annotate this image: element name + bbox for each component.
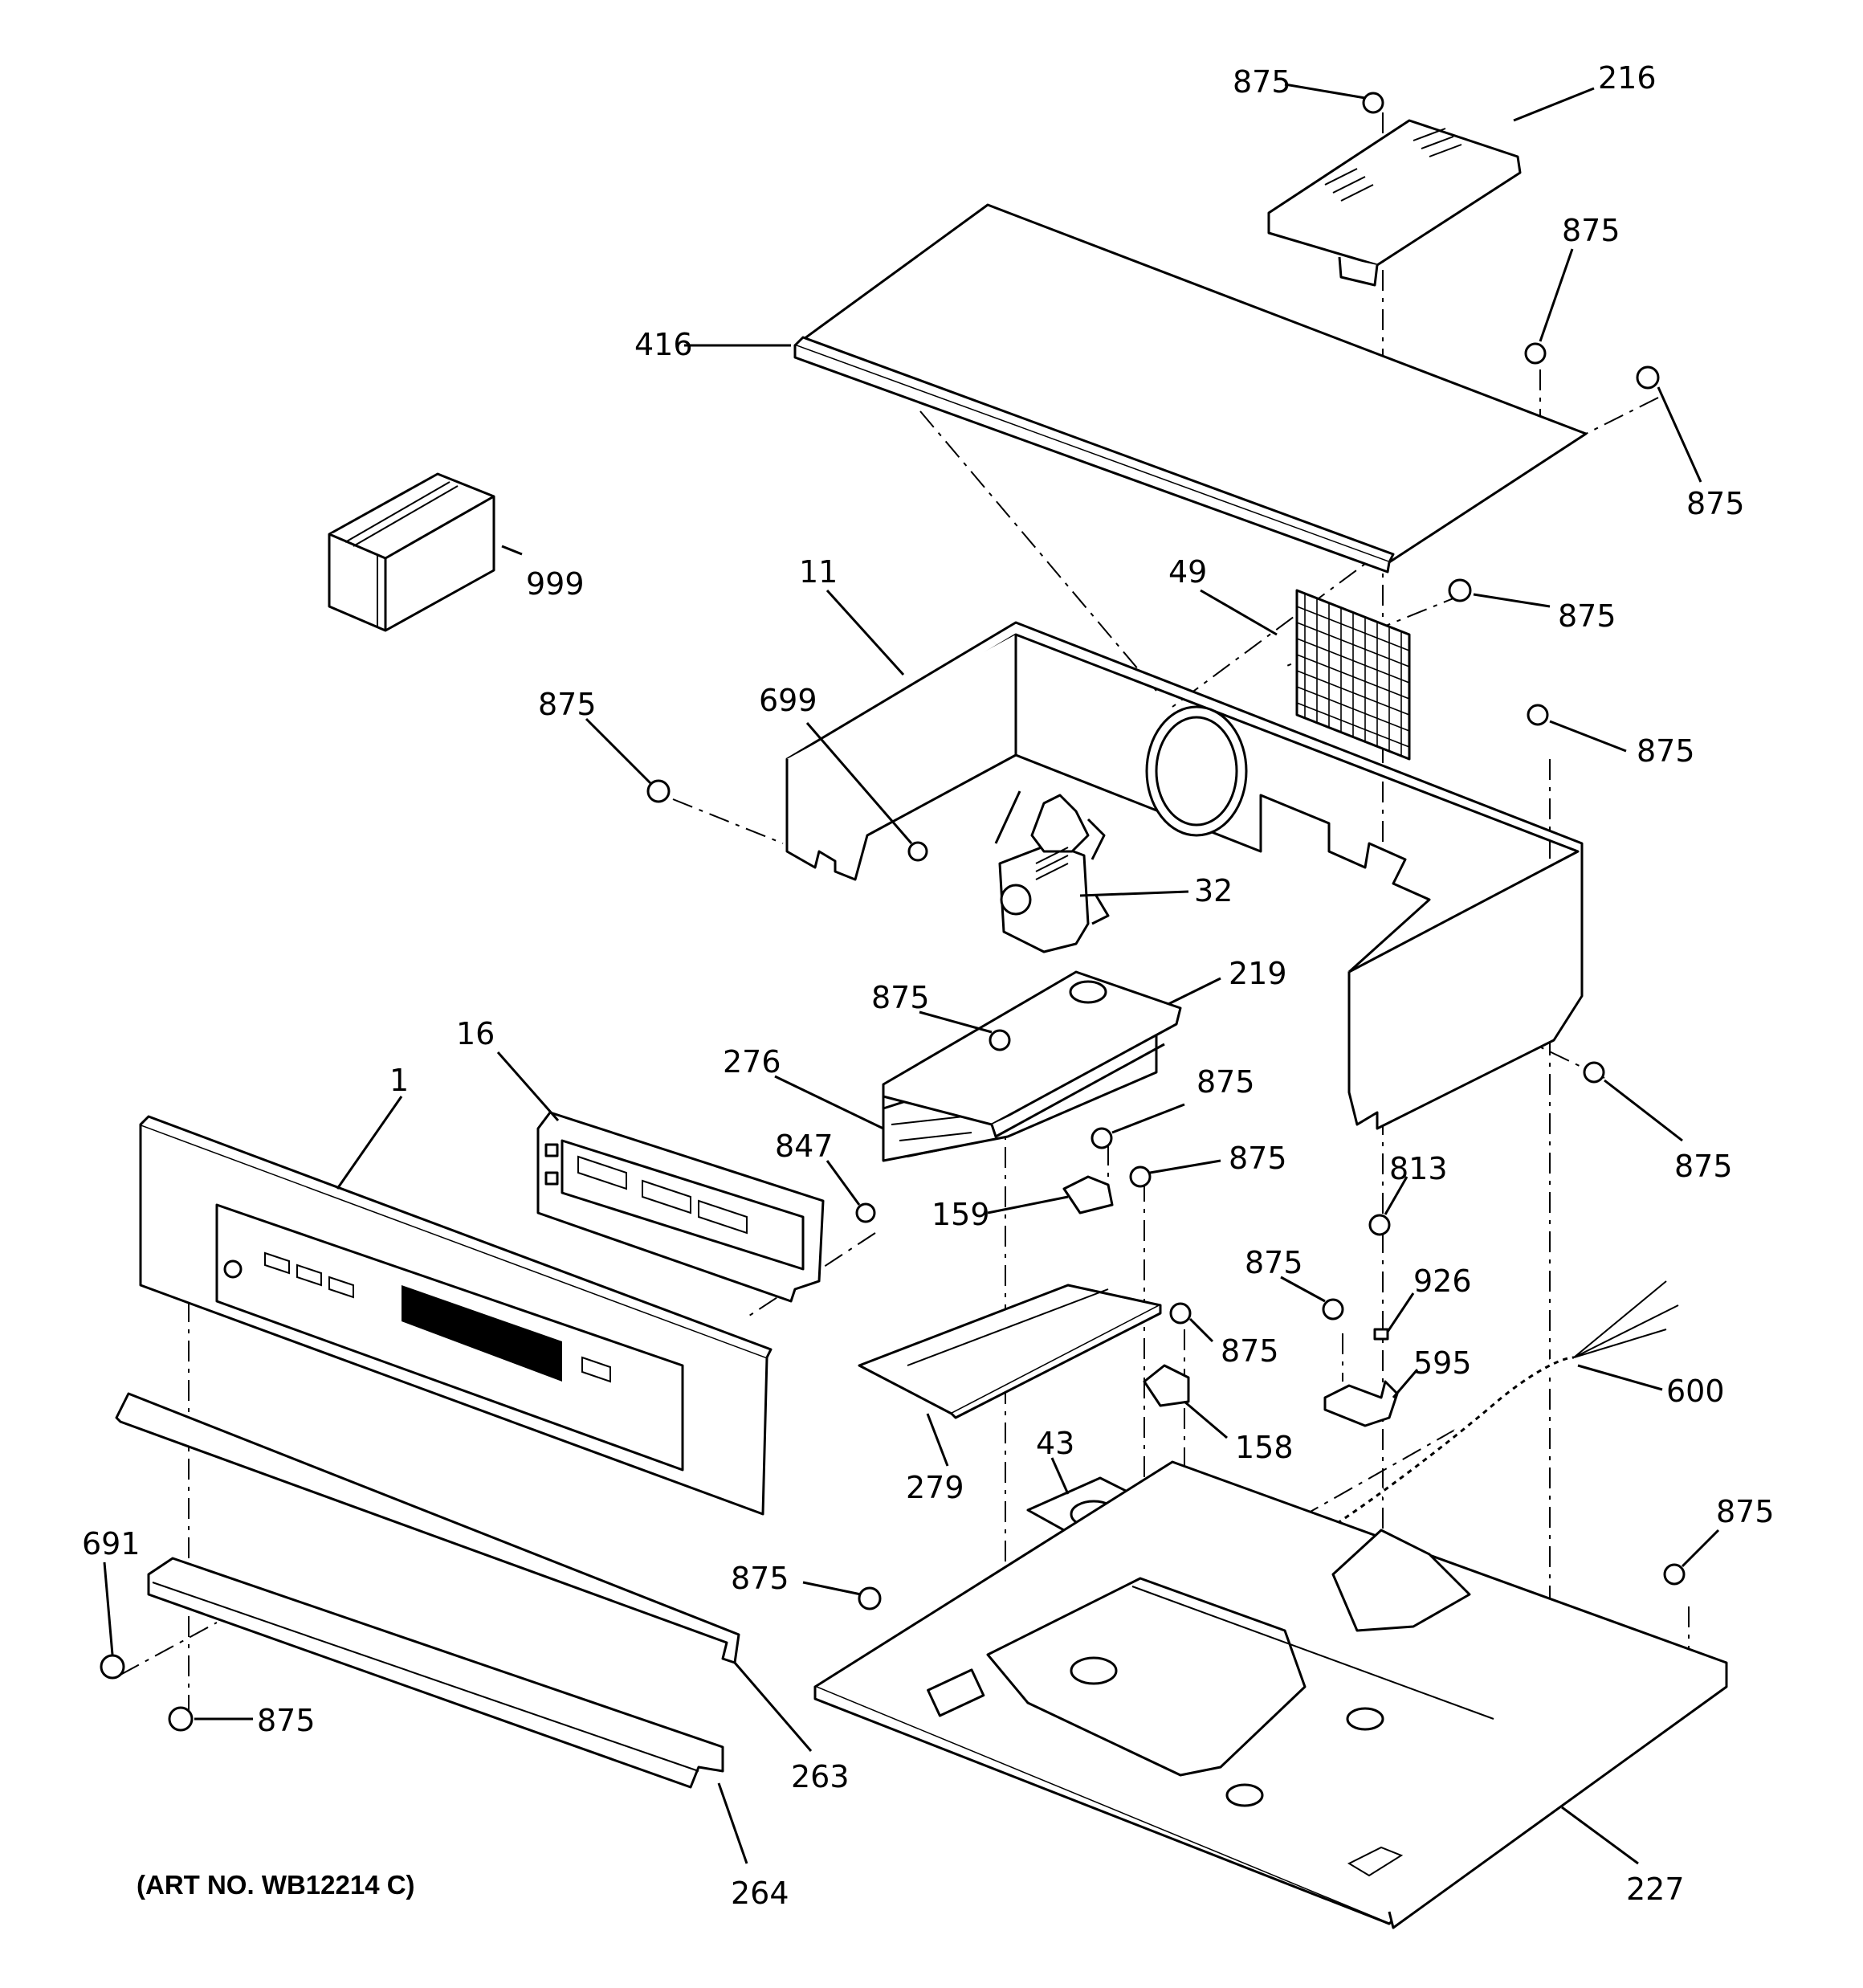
screw-847 [855, 1202, 876, 1223]
part-227-base-pan [813, 1460, 1728, 1929]
screw-875-o [168, 1706, 194, 1732]
part-264-bracket [147, 1557, 724, 1789]
callout-875: 875 [1562, 213, 1620, 248]
part-926-clip [1373, 1328, 1389, 1341]
screw-813 [1368, 1214, 1391, 1236]
callout-279: 279 [906, 1470, 964, 1505]
part-49-mesh [1295, 589, 1411, 761]
part-595-clamp [1323, 1380, 1399, 1427]
screw-875-c [1636, 365, 1660, 390]
screw-875-f [646, 779, 671, 803]
part-159-thermostat [1062, 1175, 1114, 1214]
callout-699: 699 [759, 683, 817, 718]
part-216-vent-cover [1267, 119, 1522, 287]
part-1-control-panel [139, 1115, 773, 1516]
callout-49: 49 [1168, 554, 1207, 590]
part-32-blower-motor [994, 790, 1110, 953]
callout-276: 276 [723, 1044, 781, 1080]
callout-875: 875 [1716, 1494, 1775, 1529]
screw-875-n [1663, 1563, 1686, 1586]
part-279-duct [858, 1284, 1162, 1419]
callout-416: 416 [634, 327, 693, 362]
screw-875-d [1448, 578, 1472, 602]
screw-691 [100, 1654, 125, 1680]
callout-216: 216 [1598, 60, 1657, 96]
callout-32: 32 [1194, 873, 1233, 908]
screws [100, 92, 1686, 1732]
callout-875: 875 [731, 1561, 789, 1596]
callout-875: 875 [1674, 1149, 1733, 1184]
part-416-top-panel [793, 203, 1588, 574]
callout-875: 875 [1558, 598, 1616, 634]
callout-264: 264 [731, 1876, 789, 1911]
part-158-sensor [1143, 1364, 1190, 1407]
part-16-control-board [536, 1111, 825, 1303]
part-219-cover [882, 970, 1182, 1138]
art-number: (ART NO. WB12214 C) [137, 1870, 415, 1900]
callout-875: 875 [1196, 1064, 1255, 1100]
screw-875-g [989, 1029, 1011, 1051]
callout-813: 813 [1389, 1151, 1448, 1186]
screw-875-e [1527, 704, 1549, 726]
callout-16: 16 [456, 1016, 495, 1051]
callout-1: 1 [389, 1063, 409, 1098]
part-11-outer-case [785, 621, 1584, 1130]
callout-875: 875 [1233, 64, 1291, 100]
callout-875: 875 [538, 687, 597, 722]
callout-875: 875 [1245, 1245, 1303, 1280]
screw-875-a [1362, 92, 1384, 114]
callout-600: 600 [1666, 1374, 1725, 1409]
callout-227: 227 [1626, 1872, 1685, 1907]
callout-11: 11 [799, 554, 838, 590]
callout-159: 159 [932, 1197, 990, 1232]
screw-875-m [858, 1586, 882, 1610]
callout-labels: 875 216 875 416 875 999 11 49 875 875 69… [82, 60, 1775, 1911]
callout-875: 875 [871, 980, 930, 1015]
callout-875: 875 [1637, 733, 1695, 769]
callout-595: 595 [1413, 1345, 1472, 1381]
callout-926: 926 [1413, 1263, 1472, 1299]
screw-699 [907, 841, 928, 862]
screw-875-l [1169, 1302, 1192, 1325]
callout-263: 263 [791, 1759, 850, 1794]
callout-158: 158 [1235, 1430, 1294, 1465]
part-999-box [328, 472, 495, 632]
callout-691: 691 [82, 1526, 141, 1561]
screw-875-h [1583, 1061, 1605, 1084]
callout-875: 875 [1221, 1333, 1279, 1369]
screw-875-i [1090, 1127, 1113, 1149]
leader-lines [103, 83, 1720, 1865]
callout-875: 875 [1229, 1141, 1287, 1176]
callout-875: 875 [257, 1703, 316, 1738]
screw-875-b [1524, 342, 1547, 365]
part-263-trim [115, 1392, 740, 1664]
screw-875-k [1322, 1298, 1344, 1321]
callout-847: 847 [775, 1129, 834, 1164]
callout-219: 219 [1229, 956, 1287, 991]
callout-875: 875 [1686, 486, 1745, 521]
callout-43: 43 [1036, 1426, 1074, 1461]
callout-999: 999 [526, 566, 585, 602]
screw-875-j [1129, 1165, 1152, 1188]
